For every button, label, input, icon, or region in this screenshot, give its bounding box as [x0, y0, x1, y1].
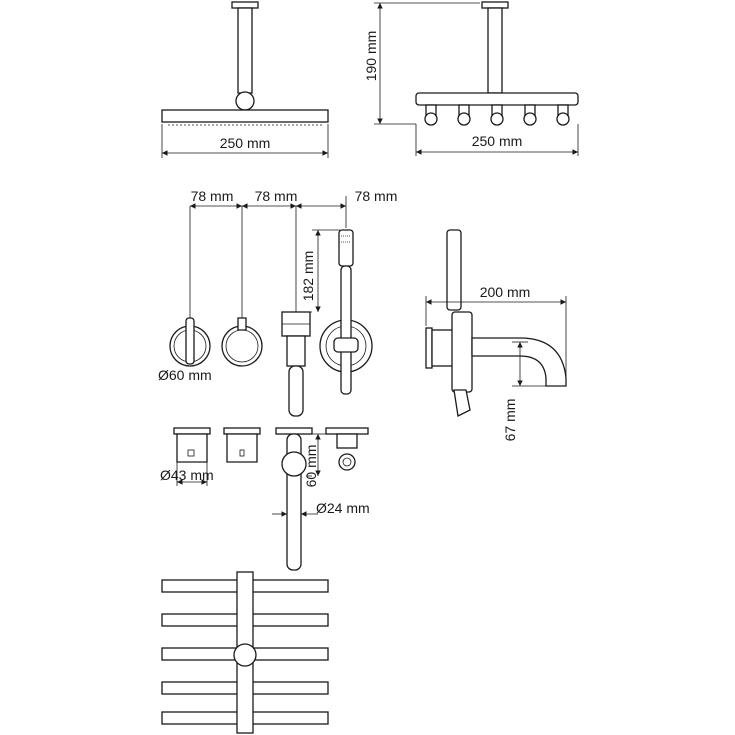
head-width-label-2: 250 mm: [472, 133, 523, 149]
valve-body-2-top: [223, 427, 261, 463]
rosette-diameter-label: Ø60 mm: [158, 367, 212, 383]
spacing-label-3: 78 mm: [355, 188, 398, 204]
arm-height-label: 190 mm: [363, 31, 379, 82]
body-diameter-dimension: Ø43 mm: [160, 462, 214, 486]
body-diameter-label: Ø43 mm: [160, 467, 214, 483]
diverter-body-top: [275, 427, 313, 571]
spacing-label-2: 78 mm: [255, 188, 298, 204]
head-width-dimension-2: 250 mm: [415, 124, 579, 156]
spout-length-dimension: 200 mm: [425, 284, 567, 376]
tube-diameter-dimension: Ø24 mm: [272, 500, 370, 517]
arm-height-dimension: 190 mm: [363, 2, 480, 125]
spout-drop-label: 67 mm: [502, 399, 518, 442]
shower-head-underside: [161, 571, 329, 734]
ceiling-shower-front-view: [161, 1, 329, 126]
head-width-label-1: 250 mm: [220, 135, 271, 151]
spacing-dimensions: 78 mm 78 mm 78 mm: [189, 188, 398, 320]
valve-body-1-top: [173, 427, 211, 463]
nozzle-row: [424, 104, 570, 126]
spout-length-label: 200 mm: [480, 284, 531, 300]
holder-body-top: [325, 427, 369, 471]
bath-spout-side-view: [425, 229, 567, 417]
valve-handle-2: [221, 317, 263, 367]
outlet-height-label: 60 mm: [303, 445, 319, 488]
tube-diameter-label: Ø24 mm: [316, 500, 370, 516]
spout-drop-dimension: 67 mm: [502, 341, 546, 442]
hand-shower-holder-front: [319, 229, 373, 395]
outlet-height-dimension: 60 mm: [303, 433, 326, 488]
hand-shower-height-label: 182 mm: [300, 251, 316, 302]
ceiling-shower-side-view: [415, 1, 579, 126]
valve-handle-1: [169, 317, 211, 367]
spacing-label-1: 78 mm: [191, 188, 234, 204]
hand-shower-height-dimension: 182 mm: [282, 229, 340, 313]
head-width-dimension-1: 250 mm: [161, 124, 329, 158]
diverter-body-front: [281, 311, 311, 417]
